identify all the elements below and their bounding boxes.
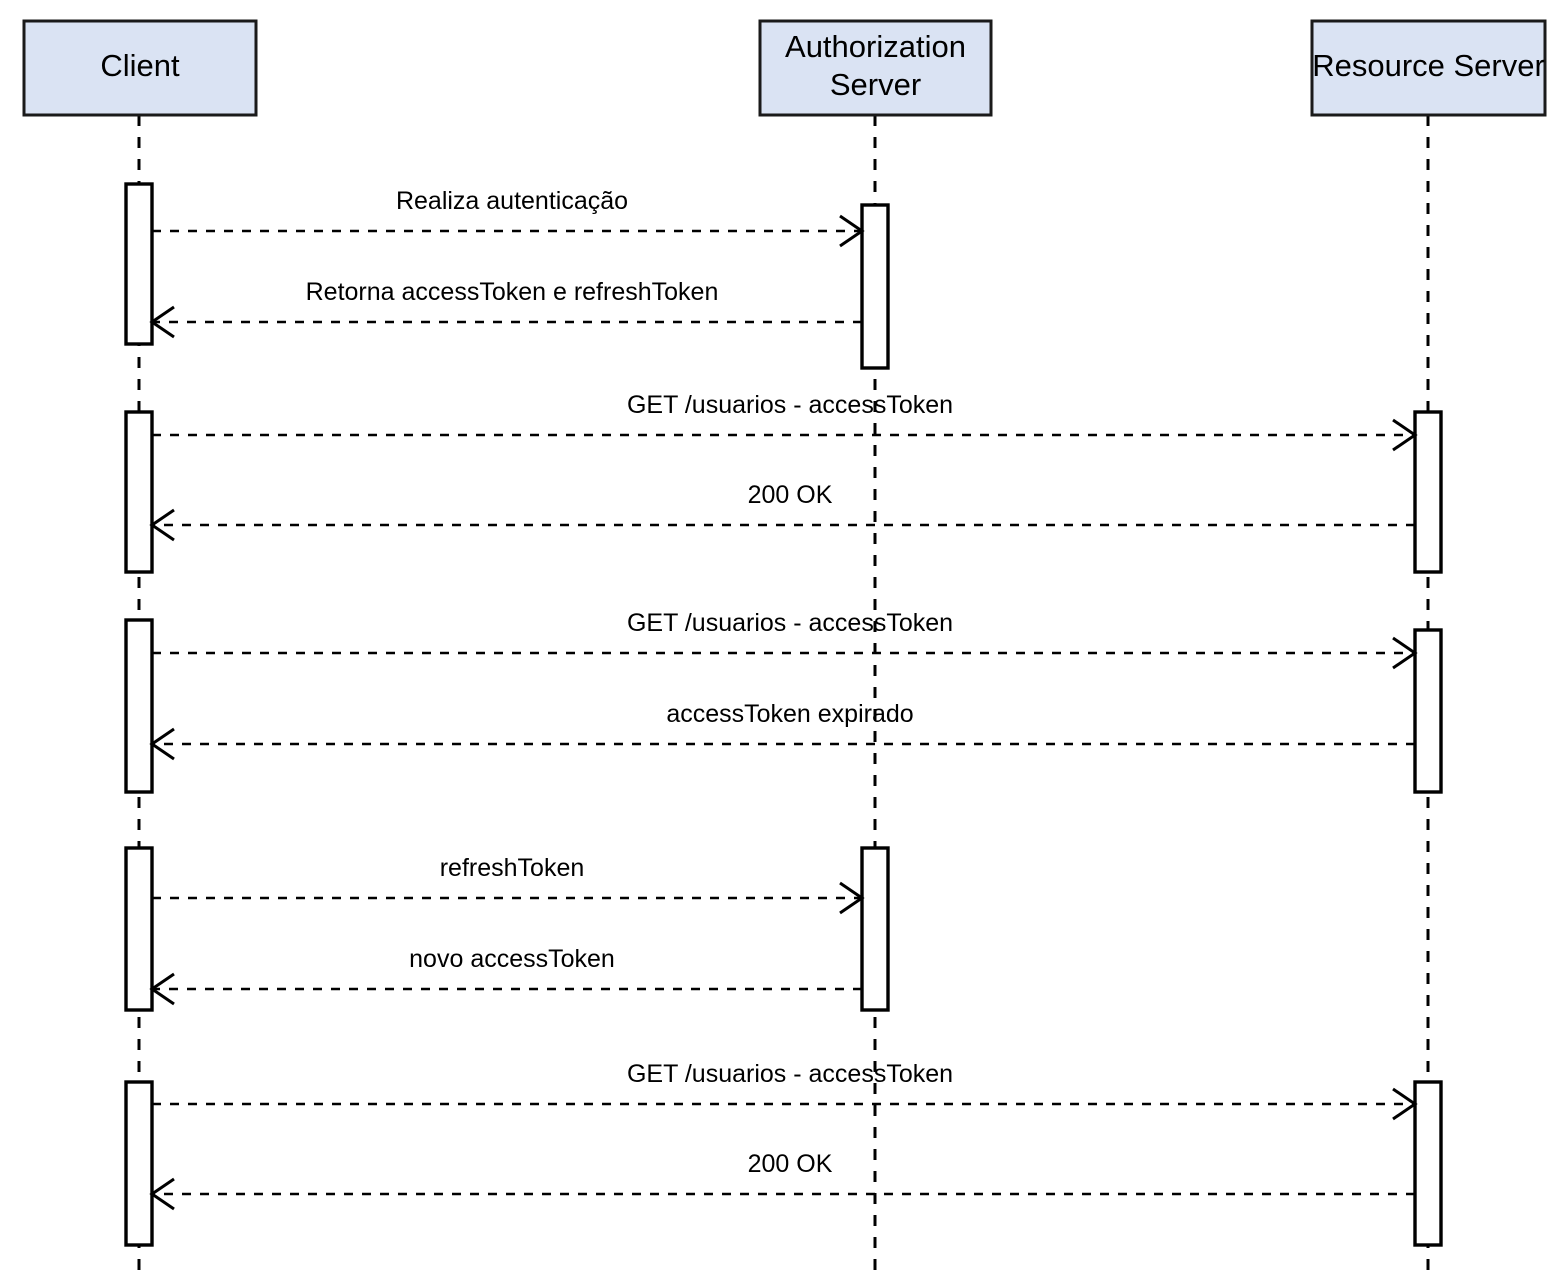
message-2: Retorna accessToken e refreshToken <box>149 278 862 339</box>
activation-bar-auth <box>860 203 890 370</box>
message-arrowhead <box>149 508 175 542</box>
activation-bar-auth <box>860 846 890 1012</box>
message-label: novo accessToken <box>409 945 615 973</box>
message-label: Realiza autenticação <box>396 187 628 215</box>
message-label: Retorna accessToken e refreshToken <box>306 278 719 306</box>
activation-bar-client <box>124 1080 154 1247</box>
message-10: 200 OK <box>149 1150 1415 1211</box>
activations-layer <box>124 182 1443 1247</box>
participant-box[interactable] <box>758 19 993 117</box>
message-label: GET /usuarios - accessToken <box>627 1060 953 1088</box>
message-4: 200 OK <box>149 481 1415 542</box>
message-arrowhead <box>839 881 865 915</box>
activation-bar-client <box>124 410 154 574</box>
participant-label: Authorization <box>785 29 966 64</box>
message-8: novo accessToken <box>149 945 862 1006</box>
message-arrowhead <box>149 305 175 339</box>
message-label: 200 OK <box>748 1150 833 1178</box>
message-5: GET /usuarios - accessToken <box>152 609 1418 670</box>
activation-bar-resource <box>1413 1080 1443 1247</box>
activation-bar-resource <box>1413 410 1443 574</box>
message-arrowhead <box>149 1177 175 1211</box>
message-label: GET /usuarios - accessToken <box>627 391 953 419</box>
message-arrowhead <box>839 214 865 248</box>
message-label: accessToken expirado <box>666 700 913 728</box>
message-arrowhead <box>149 727 175 761</box>
participant-client[interactable]: Client <box>22 19 258 117</box>
message-arrowhead <box>1392 1087 1418 1121</box>
activation-bar-client <box>124 846 154 1012</box>
participant-label: Client <box>100 48 180 83</box>
activation-bar-client <box>124 618 154 794</box>
message-3: GET /usuarios - accessToken <box>152 391 1418 452</box>
message-arrowhead <box>149 972 175 1006</box>
message-9: GET /usuarios - accessToken <box>152 1060 1418 1121</box>
participant-label: Server <box>830 67 921 102</box>
participant-resource[interactable]: Resource Server <box>1310 19 1547 117</box>
message-7: refreshToken <box>152 854 865 915</box>
activation-bar-resource <box>1413 628 1443 794</box>
message-label: GET /usuarios - accessToken <box>627 609 953 637</box>
message-1: Realiza autenticação <box>152 187 865 248</box>
message-label: refreshToken <box>440 854 585 882</box>
activation-bar-client <box>124 182 154 346</box>
message-arrowhead <box>1392 418 1418 452</box>
message-label: 200 OK <box>748 481 833 509</box>
participant-box[interactable] <box>1310 19 1547 117</box>
participant-box[interactable] <box>22 19 258 117</box>
message-arrowhead <box>1392 636 1418 670</box>
participant-label: Resource Server <box>1312 48 1545 83</box>
message-6: accessToken expirado <box>149 700 1415 761</box>
